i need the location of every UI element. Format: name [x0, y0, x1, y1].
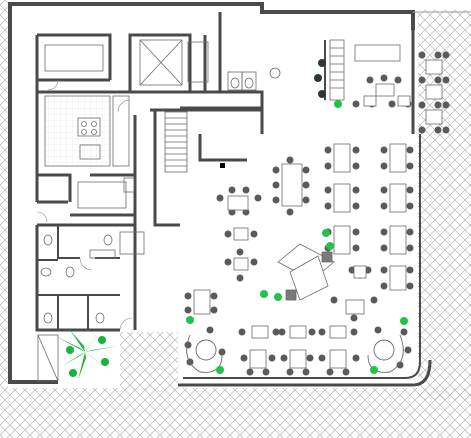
tables [193, 59, 443, 369]
restrooms [35, 223, 137, 332]
chairs [184, 51, 450, 376]
palm-tree [55, 330, 118, 380]
potted-plants [186, 100, 408, 374]
entry-stair [269, 39, 401, 101]
kitchen [44, 39, 257, 209]
interior-stair [164, 111, 188, 173]
outer-walls [8, 2, 471, 387]
round-booths [186, 334, 404, 373]
central-table [220, 163, 335, 301]
service-shafts [37, 231, 145, 382]
back-of-house [35, 12, 264, 227]
door-swings [36, 79, 133, 331]
